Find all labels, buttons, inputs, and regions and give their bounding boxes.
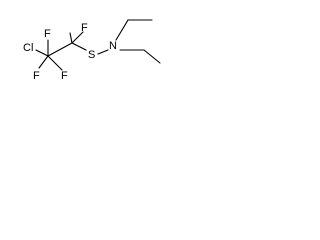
bond-s-n (97, 49, 109, 55)
atom-label-f-top-left: F (44, 28, 51, 40)
bond-n-ethyl-lower-2 (143, 49, 161, 64)
bond-c2-f-left (69, 32, 73, 44)
bond-c1-cl (35, 49, 49, 57)
atom-label-n: N (109, 40, 117, 52)
structure-diagram: Cl F F F F S N (23, 19, 161, 82)
bond-c1-c2 (47, 42, 73, 57)
atom-label-s: S (88, 49, 95, 61)
atom-label-cl: Cl (23, 42, 33, 54)
bond-c1-f-lower-right (47, 55, 63, 71)
bond-c2-f-right (71, 31, 84, 44)
atom-label-f-bottom-left: F (33, 70, 40, 82)
bond-c2-s (71, 42, 87, 51)
bond-n-ethyl-upper-1 (115, 19, 129, 41)
bond-c1-f-lower-left (38, 55, 49, 69)
atom-label-f-top-right: F (81, 22, 88, 34)
atom-label-f-bottom-right: F (61, 70, 68, 82)
